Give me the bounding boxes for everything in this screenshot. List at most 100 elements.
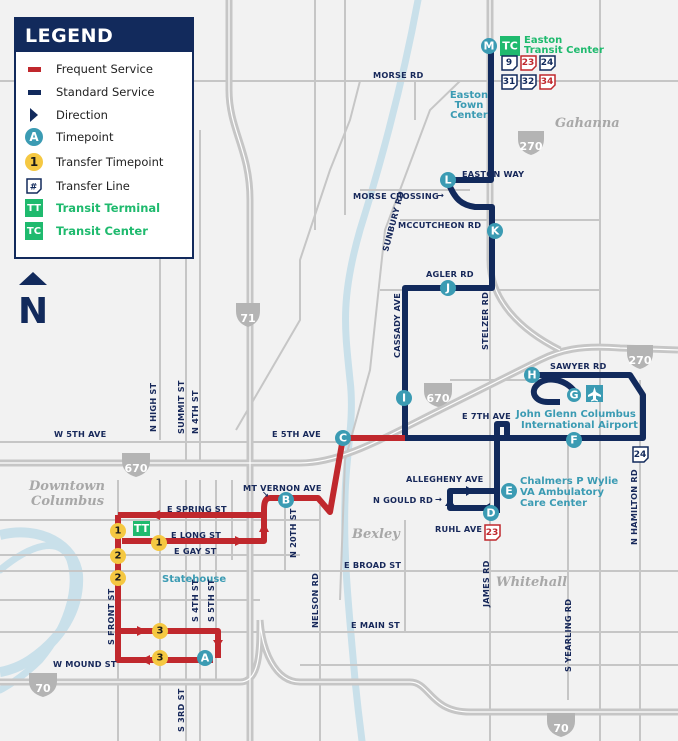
poi-easton-town-center: Center [450,110,488,121]
timepoint-b: B [278,492,294,508]
svg-text:→: → [435,494,442,504]
svg-text:A: A [201,652,210,665]
svg-text:ALLEGHENY AVE: ALLEGHENY AVE [406,474,483,484]
timepoint-e: E [501,483,517,499]
interstate-shield-71: 71 [236,303,260,327]
timepoint-i: I [396,390,412,406]
poi-va-center: Care Center [520,498,587,509]
svg-text:N 20TH ST: N 20TH ST [288,508,298,558]
svg-text:MORSE CROSSING: MORSE CROSSING [353,191,439,201]
legend: LEGEND Frequent Service Standard Service… [14,17,194,259]
timepoint-k: K [487,223,503,239]
legend-item-transfer-timepoint: 1 Transfer Timepoint [16,152,192,172]
svg-text:JAMES RD: JAMES RD [481,560,491,608]
svg-text:C: C [339,432,347,445]
poi-airport: International Airport [521,420,638,431]
transit-center-icon: TC [500,36,520,56]
transfer-line-34: 34 [539,74,556,90]
svg-text:SUMMIT ST: SUMMIT ST [176,380,186,434]
svg-text:S 4TH ST: S 4TH ST [190,579,200,622]
timepoints: A B C D E F G H I J K L M [197,38,582,666]
svg-text:S 3RD ST: S 3RD ST [176,688,186,732]
street-labels: MORSE RD EASTON WAY MORSE CROSSING → MCC… [53,70,639,732]
interstate-shield-670-east: 670 [424,383,452,407]
svg-text:70: 70 [553,722,569,735]
legend-item-frequent-service: Frequent Service [16,59,192,79]
legend-item-transit-center: TC Transit Center [25,222,148,240]
timepoint-j: J [440,280,456,296]
poi-va-center: VA Ambulatory [520,487,604,498]
interstate-shield-70-east: 70 [547,713,575,737]
interstate-shield-70-west: 70 [29,673,57,697]
svg-text:270: 270 [629,354,652,367]
svg-text:32: 32 [522,77,535,87]
direction-arrow-icon [213,640,223,648]
place-downtown-columbus: Downtown [28,479,105,494]
transfer-timepoint-3: 3 [152,623,168,639]
svg-text:3: 3 [157,653,164,664]
timepoint-l: L [440,172,456,188]
svg-text:W 5TH AVE: W 5TH AVE [54,429,106,439]
timepoint-m: M [481,38,497,54]
interstate-shield-270-airport: 270 [627,345,653,369]
north-arrow: N [18,272,48,324]
svg-text:TC: TC [502,40,518,53]
svg-text:TT: TT [134,522,150,535]
poi-easton-transit-center: Transit Center [524,45,604,56]
poi-va-center: Chalmers P Wylie [520,476,618,487]
interstate-shield-670-west: 670 [122,453,150,477]
svg-text:E 7TH AVE: E 7TH AVE [462,411,511,421]
svg-text:1: 1 [115,526,122,537]
svg-text:E: E [505,485,513,498]
svg-text:H: H [527,369,536,382]
svg-text:D: D [486,507,495,520]
svg-text:N: N [18,291,48,324]
svg-text:MCCUTCHEON RD: MCCUTCHEON RD [398,220,481,230]
transfer-timepoint-1: 1 [151,535,167,551]
direction-arrow-icon [235,536,245,546]
transfer-line-icon: # [26,178,42,194]
svg-text:E LONG ST: E LONG ST [171,530,221,540]
poi-airport: John Glenn Columbus [515,409,636,420]
legend-item-standard-service: Standard Service [16,82,192,102]
svg-text:24: 24 [634,450,647,460]
svg-text:N HIGH ST: N HIGH ST [148,382,158,432]
transit-terminal-icon: TT [133,521,150,536]
svg-text:→: → [437,190,444,200]
svg-text:E 5TH AVE: E 5TH AVE [272,429,321,439]
svg-text:70: 70 [35,682,51,695]
legend-item-transit-terminal: TT Transit Terminal [16,198,192,218]
legend-item-timepoint: A Timepoint [16,127,192,147]
svg-text:SAWYER RD: SAWYER RD [550,361,606,371]
direction-arrow-icon [150,510,160,520]
legend-title: LEGEND [16,19,192,52]
svg-text:9: 9 [506,58,512,68]
timepoint-f: F [566,432,582,448]
svg-text:S 5TH ST: S 5TH ST [206,579,216,622]
svg-text:24: 24 [541,58,554,68]
svg-text:670: 670 [427,392,450,405]
transfer-line-24-hamilton: 24 [632,446,649,463]
place-gahanna: Gahanna [555,116,620,131]
svg-text:1: 1 [156,538,163,549]
svg-text:K: K [491,225,500,238]
svg-text:M: M [484,40,495,53]
transfer-timepoint-1: 1 [110,523,126,539]
poi-easton-town-center: Easton [450,90,488,101]
svg-text:E BROAD ST: E BROAD ST [344,560,401,570]
timepoint-c: C [335,430,351,446]
transfer-line-32: 32 [520,74,537,90]
transit-center-icon: TC [25,222,43,240]
svg-text:EASTON WAY: EASTON WAY [462,169,525,179]
svg-text:#: # [30,183,38,193]
svg-text:23: 23 [522,58,535,68]
river-scioto [0,527,84,677]
transfer-line-31: 31 [501,74,518,90]
svg-text:E GAY ST: E GAY ST [174,546,217,556]
svg-text:MORSE RD: MORSE RD [373,70,423,80]
direction-arrow-icon [259,522,269,532]
poi-easton-town-center: Town [455,100,484,111]
svg-text:270: 270 [520,140,543,153]
legend-item-direction: Direction [16,105,192,125]
